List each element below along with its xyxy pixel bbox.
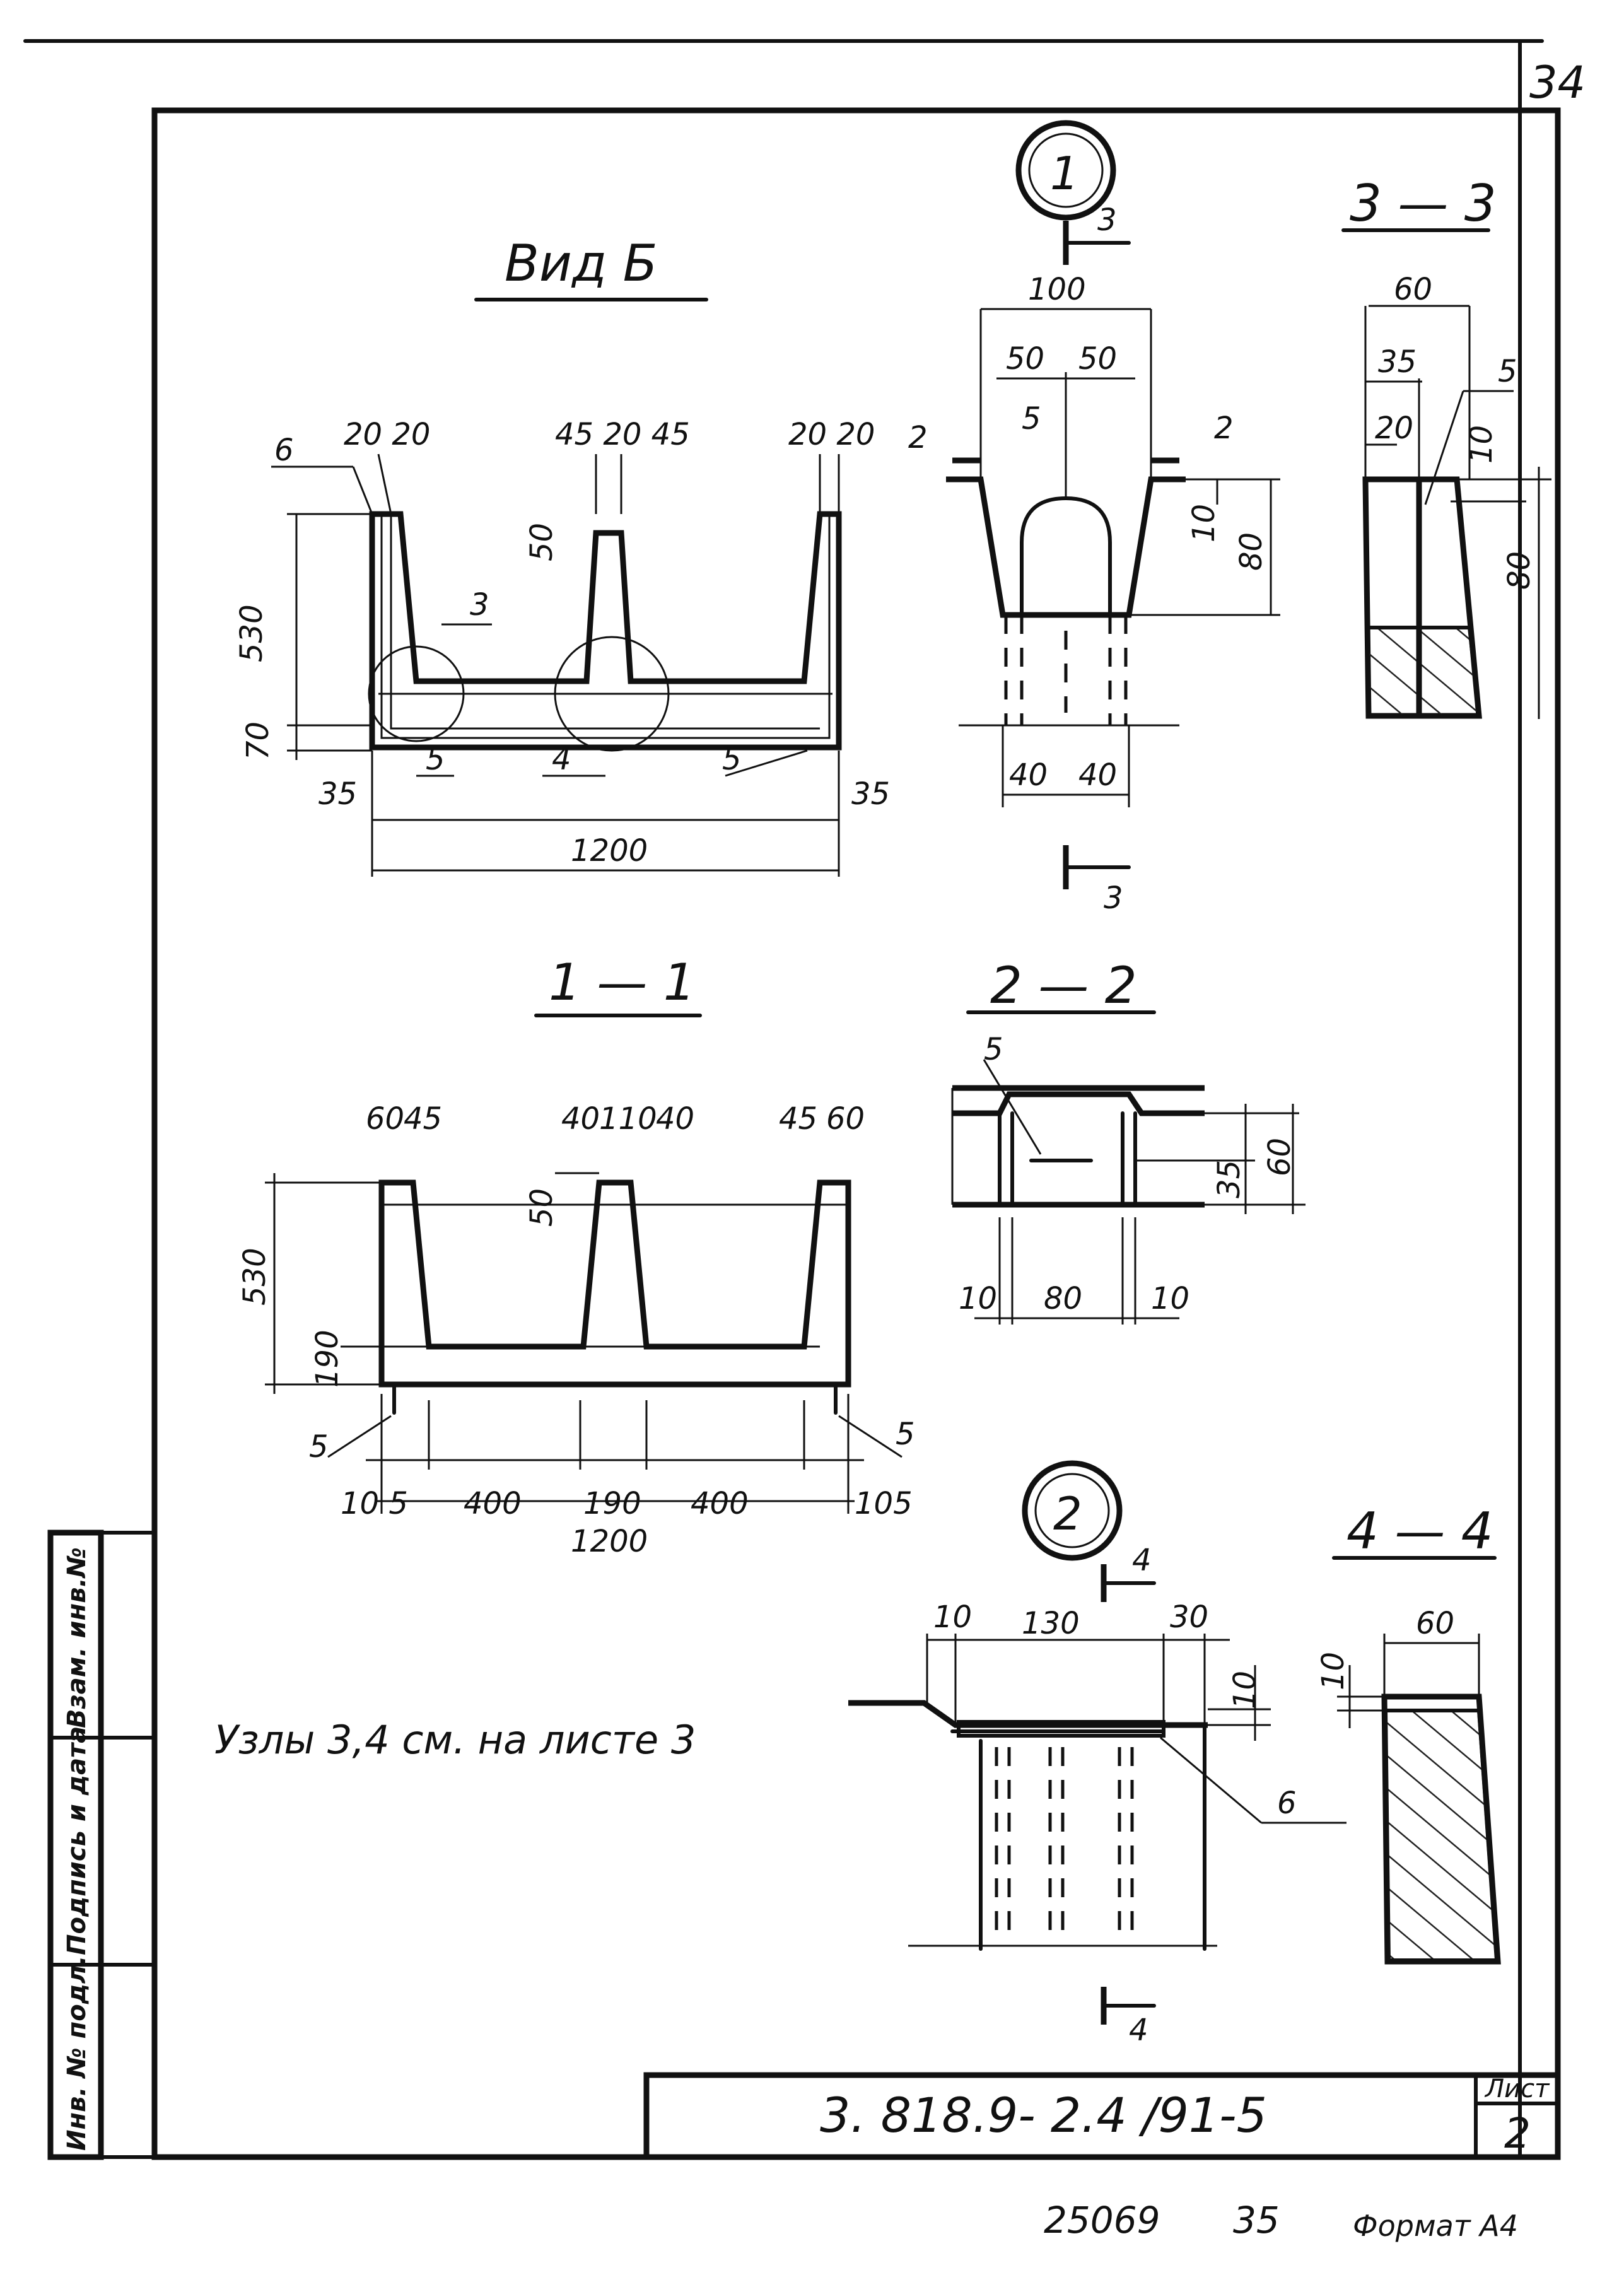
section-3-3-label-5: 5 <box>1498 354 1517 389</box>
node-2-top-10: 10 <box>933 1600 972 1635</box>
stamp-vzam-inv: Взам. инв.№ <box>62 1547 91 1728</box>
section-1-1-height: 530 <box>237 1248 272 1306</box>
section-1-1-top-dim-40b: 40 <box>656 1101 694 1137</box>
node-2-top-30: 30 <box>1170 1600 1208 1635</box>
node-1 <box>946 120 1280 889</box>
vid-b-side-right: 35 <box>851 776 890 812</box>
section-3-3-h10: 10 <box>1464 425 1499 464</box>
section-1-1-top-dim-40a: 40 <box>561 1101 600 1137</box>
section-2-2 <box>951 1010 1306 1325</box>
title-block <box>643 2072 1561 2160</box>
section-1-1-h190: 190 <box>310 1330 345 1388</box>
node-2-cut-4-bottom: 4 <box>1129 2013 1148 2048</box>
section-4-4-h10: 10 <box>1316 1652 1351 1690</box>
vid-b-top-dims-left: 20 20 <box>344 417 430 452</box>
node-1-cut-2-right: 2 <box>1214 411 1234 446</box>
node-2 <box>848 1460 1347 2025</box>
section-1-1 <box>265 1014 903 1514</box>
section-1-1-top-dim-110: 110 <box>599 1101 657 1137</box>
view-b: Вид Б <box>271 234 842 877</box>
vid-b-top-dims-right: 20 20 <box>788 417 875 452</box>
node-2-h10: 10 <box>1227 1671 1263 1709</box>
vid-b-label-5a: 5 <box>426 742 445 777</box>
node-2-label-6: 6 <box>1277 1786 1297 1821</box>
section-1-1-top-dim-45b: 45 <box>779 1101 817 1137</box>
sheet-label: Лист <box>1484 2074 1550 2103</box>
node-2-cut-4-top: 4 <box>1132 1543 1152 1578</box>
section-4-4-title: 4 — 4 <box>1347 1502 1493 1560</box>
vid-b-top-step: 50 <box>524 523 559 561</box>
node-1-h10: 10 <box>1186 504 1222 542</box>
section-1-1-bottom-105-left: 10 5 <box>341 1486 408 1521</box>
section-1-1-total-width: 1200 <box>571 1524 648 1559</box>
section-1-1-bottom-400-left: 400 <box>464 1486 522 1521</box>
document-code: 3. 818.9- 2.4 /91-5 <box>820 2087 1267 2143</box>
vid-b-total-width: 1200 <box>571 833 648 869</box>
footer-format: Формат А4 <box>1353 2209 1518 2243</box>
section-3-3 <box>1341 228 1551 719</box>
section-1-1-bottom-400-right: 400 <box>691 1486 749 1521</box>
section-1-1-top-dim-60a: 60 <box>366 1101 404 1137</box>
section-2-2-bottom-10-left: 10 <box>959 1281 997 1316</box>
section-1-1-label-5-right: 5 <box>896 1417 915 1452</box>
node-1-half-left: 50 <box>1006 341 1044 377</box>
vid-b-label-5b: 5 <box>722 742 742 777</box>
section-2-2-h35: 35 <box>1212 1160 1247 1198</box>
vid-b-height: 530 <box>234 604 269 662</box>
section-3-3-w60: 60 <box>1394 272 1432 307</box>
node-1-label-5: 5 <box>1022 401 1041 436</box>
node-1-cut-3-top: 3 <box>1097 202 1117 238</box>
nodes-note: Узлы 3,4 см. на листе 3 <box>214 1717 696 1763</box>
left-stamp-column <box>47 1530 156 2160</box>
node-2-top-130: 130 <box>1022 1606 1080 1641</box>
vid-b-label-6: 6 <box>274 433 294 468</box>
node-1-bottom-half-left: 40 <box>1009 757 1048 793</box>
node-1-h80: 80 <box>1234 532 1269 571</box>
section-3-3-h80: 80 <box>1502 551 1537 590</box>
node-1-cut-3-bottom: 3 <box>1104 880 1123 916</box>
stamp-inv-podl: Инв. № подл. <box>62 1955 91 2151</box>
footer-number: 25069 <box>1044 2199 1160 2242</box>
section-1-1-bottom-190: 190 <box>583 1486 641 1521</box>
section-2-2-title: 2 — 2 <box>990 956 1137 1015</box>
section-3-3-w35: 35 <box>1378 344 1417 380</box>
vid-b-side-left: 35 <box>318 776 357 812</box>
vid-b-label-4: 4 <box>552 742 571 777</box>
node-1-bottom-half-right: 40 <box>1078 757 1117 793</box>
node-2-number: 2 <box>1053 1487 1082 1540</box>
sheet-value: 2 <box>1504 2109 1531 2158</box>
sheet-frame <box>23 39 1561 2160</box>
section-3-3-title: 3 — 3 <box>1350 174 1497 233</box>
section-3-3-w20: 20 <box>1375 411 1413 446</box>
section-2-2-label-5: 5 <box>984 1032 1003 1067</box>
section-2-2-h60: 60 <box>1262 1138 1297 1176</box>
vid-b-label-3: 3 <box>470 587 489 623</box>
vid-b-base: 70 <box>240 722 276 760</box>
section-2-2-bottom-80: 80 <box>1044 1281 1082 1316</box>
section-2-2-bottom-10-right: 10 <box>1151 1281 1189 1316</box>
node-1-width: 100 <box>1028 272 1086 307</box>
stamp-podpis-data: Подпись и дата <box>62 1726 91 1955</box>
node-1-half-right: 50 <box>1078 341 1117 377</box>
top-sheet-number: 34 <box>1529 57 1586 108</box>
section-4-4-w60: 60 <box>1416 1606 1454 1641</box>
view-b-title: Вид Б <box>505 234 658 293</box>
section-1-1-bottom-105-right: 105 <box>855 1486 913 1521</box>
vid-b-top-dims-mid: 45 20 45 <box>555 417 690 452</box>
section-1-1-top-dim-60b: 60 <box>826 1101 865 1137</box>
section-1-1-top-dim-45a: 45 <box>404 1101 442 1137</box>
section-1-1-label-5-left: 5 <box>309 1429 329 1465</box>
section-4-4 <box>1332 1556 1501 1965</box>
footer-page: 35 <box>1233 2199 1280 2242</box>
section-1-1-title: 1 — 1 <box>549 953 696 1012</box>
section-1-1-h50: 50 <box>524 1188 559 1227</box>
node-1-number: 1 <box>1050 147 1079 200</box>
node-1-cut-2-left: 2 <box>908 420 928 455</box>
